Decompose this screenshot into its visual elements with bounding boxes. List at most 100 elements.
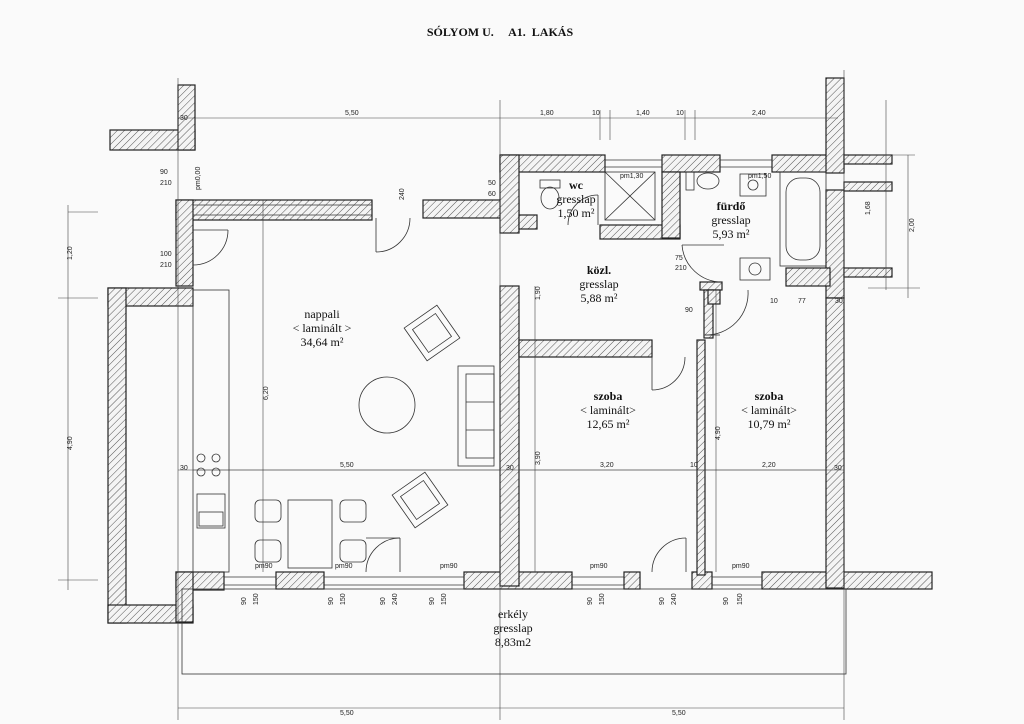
dim-label: 10 — [690, 462, 698, 469]
dimension-lines — [58, 70, 920, 720]
dim-label: 210 — [675, 265, 687, 272]
room-floor: < laminált> — [580, 403, 636, 417]
dim-label: 6,20 — [263, 386, 270, 400]
dim-label: 5,50 — [672, 710, 686, 717]
room-name: szoba — [755, 389, 784, 403]
dim-label: 90 — [723, 597, 730, 605]
chair — [339, 499, 367, 523]
dim-label: pm1,50 — [748, 173, 771, 180]
room-label-wc: wc gresslap 1,50 m² — [556, 178, 595, 220]
room-floor: < laminált > — [293, 321, 352, 335]
room-area: 5,88 m² — [581, 291, 618, 305]
dim-label: 4,90 — [715, 426, 722, 440]
sink — [196, 493, 226, 529]
dim-label: pm90 — [732, 563, 750, 570]
dim-label: 10 — [676, 110, 684, 117]
room-floor: gresslap — [579, 277, 618, 291]
dim-label: 90 — [160, 169, 168, 176]
dim-label: 150 — [737, 593, 744, 605]
dim-label: pm0,00 — [195, 167, 202, 190]
dim-label: 1,68 — [865, 201, 872, 215]
room-area: 8,83m2 — [495, 635, 531, 649]
walls — [107, 77, 933, 624]
wall-living-top — [175, 199, 373, 221]
dim-label: 210 — [160, 180, 172, 187]
dim-label: pm90 — [440, 563, 458, 570]
dim-label: 1,80 — [540, 110, 554, 117]
room-area: 1,50 m² — [558, 206, 595, 220]
dim-label: pm90 — [590, 563, 608, 570]
room-label-furdo: fürdő gresslap 5,93 m² — [711, 199, 750, 241]
wall-right — [825, 77, 845, 174]
door — [375, 217, 411, 253]
dim-label: 150 — [441, 593, 448, 605]
dim-label: 150 — [340, 593, 347, 605]
room-name: szoba — [594, 389, 623, 403]
dim-label: 150 — [253, 593, 260, 605]
dim-label: 4,90 — [67, 436, 74, 450]
toilet — [685, 171, 720, 191]
balcony-outline — [181, 588, 847, 675]
dim-label: 100 — [160, 251, 172, 258]
dim-label: 3,90 — [535, 451, 542, 465]
dim-label: 75 — [675, 255, 683, 262]
room-floor: gresslap — [711, 213, 750, 227]
room-label-szoba-1: szoba < laminált> 12,65 m² — [580, 389, 636, 431]
coffee-table — [358, 376, 416, 434]
dim-label: 5,50 — [345, 110, 359, 117]
door — [365, 537, 401, 573]
room-area: 34,64 m² — [301, 335, 344, 349]
room-name: közl. — [587, 263, 611, 277]
dim-label: 5,50 — [340, 710, 354, 717]
dim-label: 30 — [835, 298, 843, 305]
room-label-kozl: közl. gresslap 5,88 m² — [579, 263, 618, 305]
plan-title: SÓLYOM U. A1. LAKÁS — [427, 25, 574, 39]
room-name: wc — [569, 178, 584, 192]
door — [651, 537, 687, 573]
dim-label: 90 — [587, 597, 594, 605]
room-label-szoba-2: szoba < laminált> 10,79 m² — [741, 389, 797, 431]
dim-label: 90 — [429, 597, 436, 605]
door — [681, 244, 724, 283]
armchair — [391, 471, 449, 529]
washbasin — [739, 257, 771, 281]
dim-label: 2,40 — [752, 110, 766, 117]
door — [651, 356, 686, 391]
dim-label: 3,20 — [600, 462, 614, 469]
room-floor: gresslap — [493, 621, 532, 635]
dim-label: 90 — [685, 307, 693, 314]
dim-label: 90 — [380, 597, 387, 605]
room-name: erkély — [498, 607, 528, 621]
dim-label: 50 — [488, 180, 496, 187]
sofa — [457, 365, 495, 467]
dim-label: 210 — [160, 262, 172, 269]
dim-label: pm90 — [255, 563, 273, 570]
door — [704, 289, 749, 336]
room-area: 5,93 m² — [713, 227, 750, 241]
dim-label: 1,40 — [636, 110, 650, 117]
room-label-nappali: nappali < laminált > 34,64 m² — [293, 307, 352, 349]
dim-label: 2,00 — [909, 218, 916, 232]
dim-label: 60 — [488, 191, 496, 198]
dim-label: 30 — [506, 465, 514, 472]
dim-label: 150 — [599, 593, 606, 605]
chair — [254, 499, 282, 523]
dim-label: 1,20 — [67, 246, 74, 260]
dim-label: 10 — [592, 110, 600, 117]
bathtub — [779, 171, 827, 267]
dim-label: 240 — [671, 593, 678, 605]
kitchen-counter — [192, 289, 230, 573]
room-area: 10,79 m² — [748, 417, 791, 431]
dim-label: 30 — [834, 465, 842, 472]
wall-living-room1 — [499, 285, 520, 587]
toilet — [539, 179, 561, 210]
dim-label: 77 — [798, 298, 806, 305]
dim-label: 240 — [392, 593, 399, 605]
fixtures — [181, 159, 847, 675]
dim-label: 240 — [399, 188, 406, 200]
dining-table — [287, 499, 333, 569]
dim-label: 90 — [328, 597, 335, 605]
room-floor: < laminált> — [741, 403, 797, 417]
dimension-labels: 5,50 1,80 10 1,40 10 2,40 5,50 3,20 10 2… — [67, 110, 916, 717]
